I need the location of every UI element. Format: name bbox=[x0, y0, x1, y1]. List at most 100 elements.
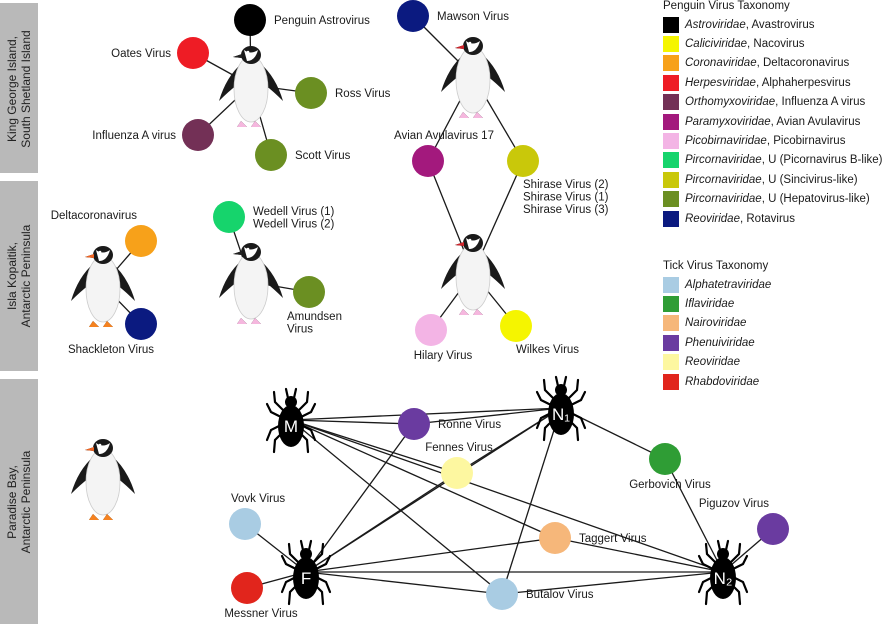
legend-genus: , U (Sincivirus-like) bbox=[761, 173, 858, 186]
edge-tick-m-ronne-virus bbox=[290, 419, 415, 425]
deltacoronavirus-label: Deltacoronavirus bbox=[51, 210, 138, 222]
legend-swatch bbox=[663, 315, 679, 332]
wedell-virus-label: Wedell Virus (1)Wedell Virus (2) bbox=[253, 206, 335, 231]
legend-item: Astroviridae, Avastrovirus bbox=[663, 15, 891, 34]
wedell-virus-node bbox=[213, 201, 245, 233]
influenza-a-virus-label: Influenza A virus bbox=[92, 130, 176, 142]
legend-swatch bbox=[663, 210, 679, 227]
legend-genus: , Rotavirus bbox=[739, 212, 795, 225]
legend-family: Pircornaviridae bbox=[685, 193, 762, 206]
penguin-foot bbox=[89, 514, 99, 520]
legend-swatch bbox=[663, 171, 679, 188]
legend-genus: , Picobirnavirus bbox=[766, 135, 846, 148]
legend-genus: , Avian Avulavirus bbox=[770, 115, 861, 128]
ronne-virus-label: Ronne Virus bbox=[438, 419, 501, 431]
wilkes-virus-node bbox=[500, 310, 532, 342]
legend-family: Astroviridae bbox=[685, 18, 746, 31]
penguin-foot bbox=[473, 112, 483, 118]
shackleton-virus-label: Shackleton Virus bbox=[68, 344, 154, 356]
edge-tick-m-fennes-virus bbox=[290, 419, 458, 474]
tick-n2-icon: N₂ bbox=[697, 539, 749, 606]
edge-tick-m-butalov-virus bbox=[290, 419, 503, 595]
fennes-virus-label: Fennes Virus bbox=[425, 442, 493, 454]
piguzov-virus-label: Piguzov Virus bbox=[699, 498, 769, 510]
penguin-kg-1-adelie-icon bbox=[218, 45, 284, 128]
mawson-virus-node bbox=[397, 0, 429, 32]
legend-swatch bbox=[663, 113, 679, 130]
oates-virus-node bbox=[177, 37, 209, 69]
legend-item: Herpesviridae, Alphaherpesvirus bbox=[663, 73, 891, 92]
penguin-foot bbox=[251, 318, 261, 324]
penguin-beak bbox=[233, 54, 242, 58]
legend-family: Paramyxoviridae bbox=[685, 115, 771, 128]
penguin-foot bbox=[103, 321, 113, 327]
legend-item: Rhabdoviridae bbox=[663, 372, 891, 391]
legend-family: Caliciviridae bbox=[685, 38, 747, 51]
legend-family: Iflaviridae bbox=[685, 298, 735, 311]
penguin-foot bbox=[237, 318, 247, 324]
penguin-kg-2-chinstrap-icon bbox=[440, 36, 506, 119]
legend-family: Picobirnaviridae bbox=[685, 135, 767, 148]
mawson-virus-label: Mawson Virus bbox=[437, 11, 509, 23]
ross-virus-node bbox=[295, 77, 327, 109]
tick-m-icon: M bbox=[265, 387, 317, 454]
amundsen-virus-node bbox=[293, 276, 325, 308]
legend-genus: , Alphaherpesvirus bbox=[755, 76, 851, 89]
edge-tick-f-fennes-virus bbox=[305, 472, 458, 573]
messner-virus-node bbox=[231, 572, 263, 604]
legend-swatch bbox=[663, 16, 679, 33]
ronne-virus-node bbox=[398, 408, 430, 440]
edge-tick-n1-ronne-virus bbox=[413, 407, 562, 425]
penguin-beak bbox=[455, 45, 464, 49]
penguin-foot bbox=[473, 309, 483, 315]
legend-genus: , U (Picornavirus B-like) bbox=[761, 154, 883, 167]
influenza-a-virus-node bbox=[182, 119, 214, 151]
tick-n1-icon: N₁ bbox=[535, 375, 587, 442]
edge-tick-f-taggert-virus bbox=[305, 537, 556, 573]
penguin-foot bbox=[251, 121, 261, 127]
region-tab-king-george bbox=[0, 3, 38, 173]
legend-family: Reoviridae bbox=[685, 356, 740, 369]
legend-item: Picobirnaviridae, Picobirnavirus bbox=[663, 131, 891, 150]
edge-tick-f-butalov-virus bbox=[305, 571, 503, 595]
hilary-virus-node bbox=[415, 314, 447, 346]
region-tab-isla-kopaitik bbox=[0, 181, 38, 371]
legend-swatch bbox=[663, 276, 679, 293]
legend-genus: , Influenza A virus bbox=[775, 96, 866, 109]
gerbovich-virus-label: Gerbovich Virus bbox=[629, 479, 711, 491]
scott-virus-label: Scott Virus bbox=[295, 150, 351, 162]
legend-family: Reoviridae bbox=[685, 212, 740, 225]
legend-swatch bbox=[663, 354, 679, 371]
legend-item: Alphatetraviridae bbox=[663, 275, 891, 294]
legend-item: Pircornaviridae, U (Hepatovirus-like) bbox=[663, 190, 891, 209]
penguin-pb-1-gentoo-icon bbox=[70, 438, 136, 521]
legend-family: Pircornaviridae bbox=[685, 154, 762, 167]
legend-family: Coronaviridae bbox=[685, 57, 757, 70]
wilkes-virus-label: Wilkes Virus bbox=[516, 344, 579, 356]
legend-item: Pircornaviridae, U (Sincivirus-like) bbox=[663, 170, 891, 189]
penguin-astrovirus-label: Penguin Astrovirus bbox=[274, 15, 370, 27]
legend-item: Paramyxoviridae, Avian Avulavirus bbox=[663, 112, 891, 131]
legend-item: Pircornaviridae, U (Picornavirus B-like) bbox=[663, 151, 891, 170]
legend-swatch bbox=[663, 55, 679, 72]
tick-letter: N₂ bbox=[714, 569, 733, 588]
shackleton-virus-node bbox=[125, 308, 157, 340]
tick-legend-title: Tick Virus Taxonomy bbox=[663, 260, 769, 272]
butalov-virus-node bbox=[486, 578, 518, 610]
legend-family: Phenuiviridae bbox=[685, 336, 755, 349]
fennes-virus-node bbox=[441, 457, 473, 489]
legend-swatch bbox=[663, 74, 679, 91]
legend-swatch bbox=[663, 133, 679, 150]
edge-tick-f-ronne-virus bbox=[305, 423, 415, 573]
vovk-virus-node bbox=[229, 508, 261, 540]
legend-family: Alphatetraviridae bbox=[685, 278, 772, 291]
legend-item: Coronaviridae, Deltacoronavirus bbox=[663, 54, 891, 73]
edge-tick-n1-butalov-virus bbox=[501, 407, 562, 595]
penguin-foot bbox=[459, 309, 469, 315]
scott-virus-node bbox=[255, 139, 287, 171]
legend-item: Nairoviridae bbox=[663, 314, 891, 333]
